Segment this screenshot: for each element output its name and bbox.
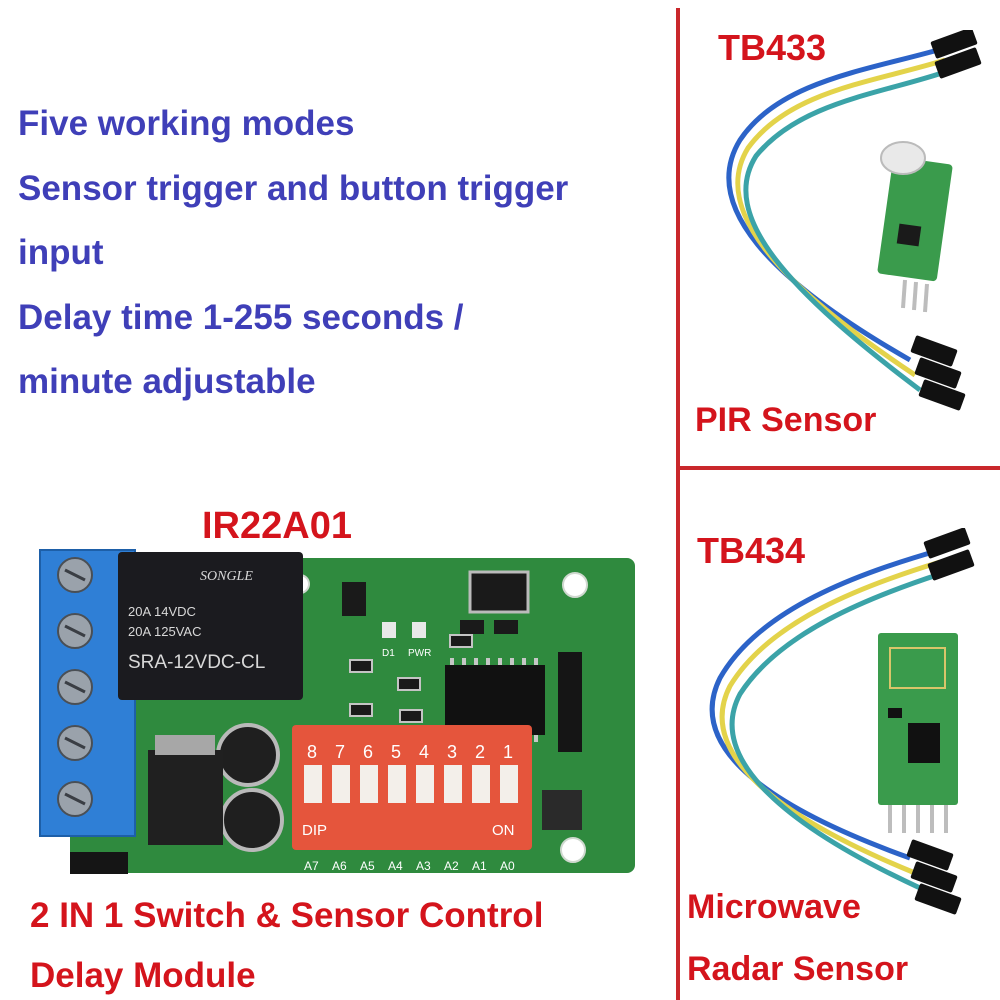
radar-sensor-image	[709, 528, 975, 915]
dip-number-8: 8	[307, 742, 317, 762]
feature-line-2: Sensor trigger and button trigger	[18, 169, 569, 208]
address-a2: A2	[444, 859, 459, 873]
dip-number-3: 3	[447, 742, 457, 762]
dip-number-2: 2	[475, 742, 485, 762]
address-a4: A4	[388, 859, 403, 873]
radar-model: TB434	[697, 530, 806, 571]
pir-label: PIR Sensor	[695, 401, 877, 439]
horizontal-divider	[676, 466, 1000, 470]
dip-switch	[292, 725, 532, 850]
dip-number-6: 6	[363, 742, 373, 762]
feature-line-3: input	[18, 233, 104, 272]
relay-rating-2: 20A 125VAC	[128, 624, 201, 639]
pir-model: TB433	[718, 27, 827, 68]
dip-label: DIP	[302, 822, 327, 839]
relay-part: SRA-12VDC-CL	[128, 652, 265, 673]
dip-on-label: ON	[492, 822, 515, 839]
address-a1: A1	[472, 859, 487, 873]
relay-rating-1: 20A 14VDC	[128, 604, 196, 619]
address-a7: A7	[304, 859, 319, 873]
address-a3: A3	[416, 859, 431, 873]
main-module-image: SONGLE 20A 14VDC 20A 125VAC SRA-12VDC-CL…	[39, 549, 635, 874]
vertical-divider	[676, 8, 680, 1000]
led-label-pwr: PWR	[408, 648, 431, 659]
dip-number-4: 4	[419, 742, 429, 762]
dip-number-1: 1	[503, 742, 513, 762]
address-a5: A5	[360, 859, 375, 873]
address-a0: A0	[500, 859, 515, 873]
main-module-caption-line-1: 2 IN 1 Switch & Sensor Control	[30, 896, 544, 935]
radar-label-line-1: Microwave	[687, 888, 861, 926]
pir-pcb	[877, 156, 953, 282]
main-module-caption-line-2: Delay Module	[30, 956, 256, 995]
feature-line-5: minute adjustable	[18, 362, 316, 401]
dip-number-5: 5	[391, 742, 401, 762]
main-module-model: IR22A01	[202, 505, 352, 547]
led-label-d1: D1	[382, 648, 395, 659]
dip-number-7: 7	[335, 742, 345, 762]
feature-line-4: Delay time 1-255 seconds /	[18, 298, 464, 337]
radar-label-line-2: Radar Sensor	[687, 950, 909, 988]
feature-line-1: Five working modes	[18, 104, 355, 143]
pir-sensor-image	[726, 30, 982, 411]
relay-brand: SONGLE	[200, 569, 253, 584]
main-chip	[445, 665, 545, 735]
relay	[118, 552, 303, 700]
address-a6: A6	[332, 859, 347, 873]
header-pins	[558, 652, 582, 752]
